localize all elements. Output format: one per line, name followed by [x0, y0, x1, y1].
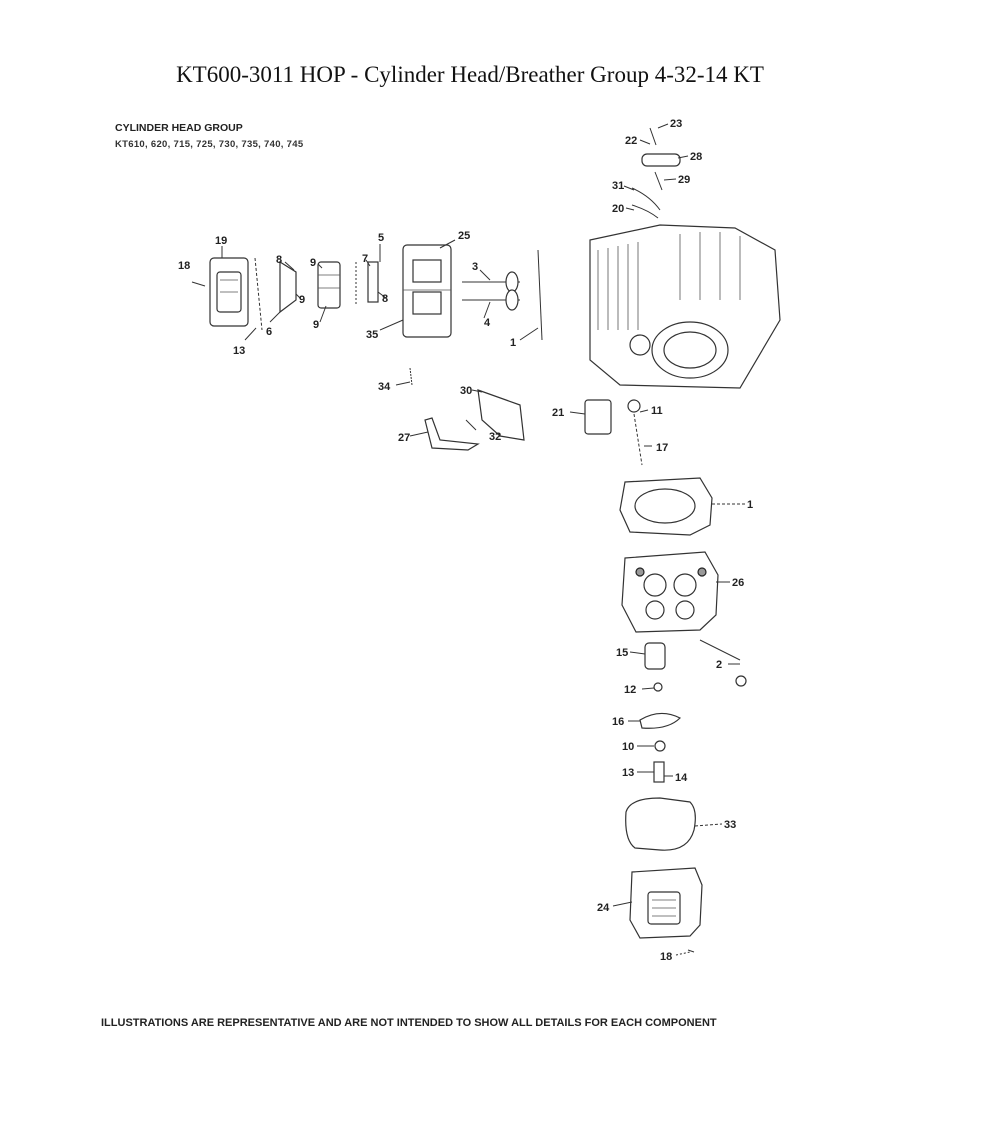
callout-22: 22	[625, 135, 637, 147]
leader-lines	[191, 123, 745, 956]
callout-19: 19	[215, 235, 227, 247]
callout-13b: 13	[622, 767, 634, 779]
valve-spring-set	[355, 261, 379, 305]
breather-gasket	[254, 257, 263, 331]
callout-32: 32	[489, 431, 501, 443]
callout-23: 23	[670, 118, 682, 130]
breather-tube-28	[641, 153, 681, 167]
callout-17: 17	[656, 442, 668, 454]
exhaust-valve	[462, 289, 520, 311]
stud-13-14	[653, 761, 665, 783]
callout-25: 25	[458, 230, 470, 242]
screw-22	[649, 127, 657, 146]
callout-30: 30	[460, 385, 472, 397]
group-heading: CYLINDER HEAD GROUP	[115, 122, 243, 134]
callout-2: 2	[716, 659, 722, 671]
callout-8: 8	[276, 254, 282, 266]
rocker-16	[639, 712, 682, 729]
callout-31: 31	[612, 180, 624, 192]
part-15	[644, 642, 666, 670]
callout-9c: 9	[313, 319, 319, 331]
callout-7: 7	[362, 253, 368, 265]
callout-21: 21	[552, 407, 564, 419]
callout-14: 14	[675, 772, 688, 784]
breather-cover	[209, 257, 249, 327]
callout-8b: 8	[382, 293, 388, 305]
callout-16: 16	[612, 716, 624, 728]
valve-cover	[629, 867, 703, 939]
callout-35: 35	[366, 329, 378, 341]
callout-26: 26	[732, 577, 744, 589]
stud-34	[409, 367, 413, 386]
callout-5: 5	[378, 232, 384, 244]
callout-15: 15	[616, 647, 628, 659]
breather-reed	[279, 260, 297, 314]
callout-13: 13	[233, 345, 245, 357]
callout-29: 29	[678, 174, 690, 186]
callout-18: 18	[178, 260, 190, 272]
callout-20: 20	[612, 203, 624, 215]
bolt-2	[699, 639, 747, 687]
valve-cover-gasket	[625, 797, 696, 851]
cap-21	[584, 399, 612, 435]
callout-28: 28	[690, 151, 702, 163]
callout-1b: 1	[747, 499, 753, 511]
intake-valve	[462, 271, 520, 293]
group-models: KT610, 620, 715, 725, 730, 735, 740, 745	[115, 139, 304, 150]
screw-18b	[687, 949, 695, 953]
callout-1a: 1	[510, 337, 516, 349]
cylinder-block	[589, 224, 781, 389]
part-12	[653, 682, 663, 692]
callout-9b: 9	[310, 257, 316, 269]
callout-11: 11	[651, 405, 663, 417]
lever-27	[424, 417, 480, 451]
head-gasket-edge	[537, 249, 543, 341]
callout-24: 24	[597, 902, 610, 914]
clip-29	[654, 171, 663, 191]
bracket-30	[477, 389, 525, 441]
cylinder-head	[621, 551, 719, 633]
breather-filter	[317, 261, 341, 309]
callout-labels: 18 19 13 6 8 9 9 9 7 5 8 35 25 3 4 1 34 …	[178, 118, 753, 963]
rod-17	[627, 399, 643, 466]
head-gasket	[619, 477, 713, 536]
callout-18b: 18	[660, 951, 672, 963]
callout-10: 10	[622, 741, 634, 753]
callout-3: 3	[472, 261, 478, 273]
page-title: KT600-3011 HOP - Cylinder Head/Breather …	[176, 62, 764, 87]
callout-33: 33	[724, 819, 736, 831]
valve-cover-plate	[402, 244, 452, 338]
nut-10	[654, 740, 666, 752]
callout-34: 34	[378, 381, 391, 393]
callout-6: 6	[266, 326, 272, 338]
disclaimer: ILLUSTRATIONS ARE REPRESENTATIVE AND ARE…	[101, 1017, 717, 1029]
callout-9a: 9	[299, 294, 305, 306]
callout-27: 27	[398, 432, 410, 444]
hose-31-20	[631, 187, 661, 219]
callout-4: 4	[484, 317, 491, 329]
callout-12: 12	[624, 684, 636, 696]
